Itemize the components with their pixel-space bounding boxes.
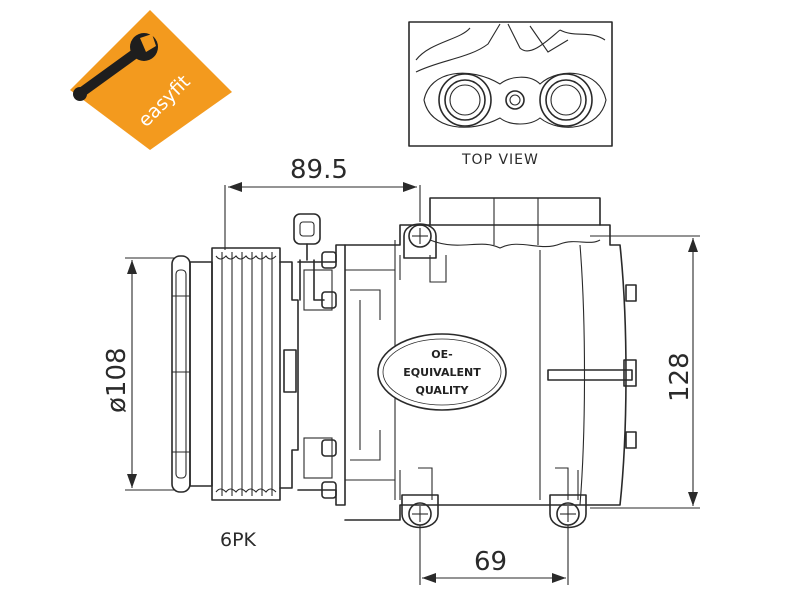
badge-line-2: EQUIVALENT bbox=[403, 366, 481, 379]
mounting-hole-top bbox=[403, 223, 437, 259]
dimension-bottom-value: 69 bbox=[474, 547, 507, 577]
dimension-width-top: 89.5 bbox=[224, 155, 421, 250]
top-view-port-right bbox=[539, 73, 593, 127]
wrench-icon bbox=[73, 33, 158, 101]
pulley-label: 6PK bbox=[220, 529, 257, 551]
dimension-height: 128 bbox=[590, 235, 700, 509]
oe-quality-badge: OE- EQUIVALENT QUALITY bbox=[377, 333, 507, 411]
compressor-body bbox=[283, 197, 637, 521]
top-view-port-left bbox=[438, 73, 492, 127]
top-view-port-center bbox=[505, 90, 525, 110]
dimension-bottom: 69 bbox=[419, 525, 569, 585]
easyfit-logo: easyfit bbox=[70, 10, 232, 150]
dimension-diameter-value: ø108 bbox=[102, 347, 132, 413]
pulley: 6PK bbox=[171, 247, 299, 551]
top-view-caption: TOP VIEW bbox=[461, 152, 539, 168]
mounting-hole-bottom-right bbox=[549, 494, 587, 529]
logo-orange-diamond bbox=[70, 10, 232, 150]
mounting-hole-bottom-left bbox=[401, 494, 439, 529]
dimension-width-top-value: 89.5 bbox=[290, 155, 348, 185]
electrical-connector bbox=[293, 213, 325, 301]
top-view: TOP VIEW bbox=[408, 21, 613, 168]
badge-line-1: OE- bbox=[431, 348, 452, 361]
dimension-diameter: ø108 bbox=[102, 257, 175, 491]
dimension-height-value: 128 bbox=[665, 352, 695, 402]
badge-line-3: QUALITY bbox=[415, 384, 469, 397]
top-view-frame bbox=[408, 21, 613, 147]
